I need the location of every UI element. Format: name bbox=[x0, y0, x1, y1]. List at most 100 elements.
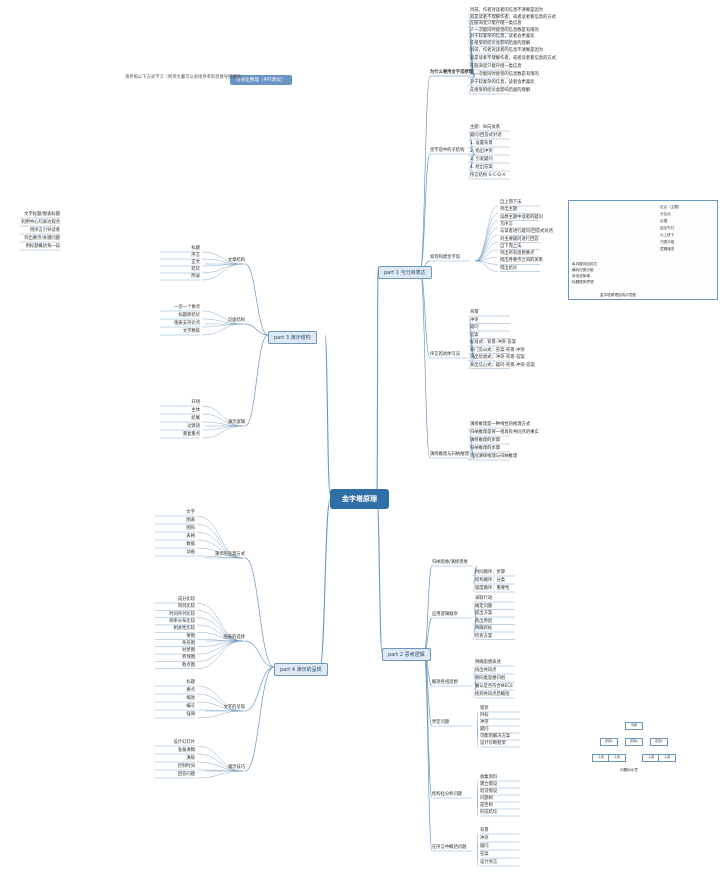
p2s2-item[interactable]: 检查方案 bbox=[475, 633, 493, 639]
p1s4-item[interactable]: 突出信心式：疑问-背景-冲突-答案 bbox=[470, 362, 535, 368]
p1s5-item[interactable]: 归纳推理的步骤 bbox=[470, 446, 501, 451]
p4s2-item[interactable]: 时间序列比较 bbox=[169, 611, 195, 617]
p2s6-item[interactable]: 背景 bbox=[480, 828, 489, 833]
p4s1-item[interactable]: 图形 bbox=[186, 526, 195, 531]
p1s1b-item[interactable]: 先接受的结论会影响后面的理解 bbox=[470, 88, 531, 93]
p1s1b-item[interactable]: 对于较复杂的信息，读者会更喜欢 bbox=[470, 80, 535, 85]
p1s1b-item[interactable]: 在脑海里只能存储一类信息 bbox=[470, 64, 522, 69]
p1s1-item[interactable]: 就是读者不理解作者，或者读者看信息的方式 bbox=[470, 14, 556, 20]
p3s1-section[interactable]: 文章结构 bbox=[227, 258, 245, 263]
p1s2-item[interactable]: 主题：纵向关系 bbox=[470, 125, 501, 130]
p1s2-item[interactable]: 序言结构 S-C-Q-A bbox=[470, 173, 506, 178]
p1s4-item[interactable]: 背景 bbox=[470, 310, 479, 315]
p1s5-item[interactable]: 演绎推理的步骤 bbox=[470, 438, 501, 443]
p2s1-item[interactable]: 程度顺序：重要性 bbox=[475, 586, 510, 591]
p1s1-item[interactable]: 人一次能同时接受的信息数是有限的 bbox=[470, 27, 539, 33]
p2s2-item[interactable]: 确定问题 bbox=[475, 603, 493, 609]
p4s4-item[interactable]: 演练 bbox=[186, 756, 195, 761]
p2s4-item[interactable]: 现状 bbox=[480, 706, 489, 711]
p1s3-item[interactable]: 对主要疑问进行回答 bbox=[500, 236, 539, 242]
p2s1-item[interactable]: 结构顺序：分类 bbox=[475, 578, 506, 583]
p2s2-item[interactable]: 找出原因 bbox=[475, 618, 493, 624]
p2s6-item[interactable]: 冲突 bbox=[480, 836, 489, 841]
p1s2-section[interactable]: 金字塔中的子结构 bbox=[430, 148, 465, 153]
p2s4-item[interactable]: 冲突 bbox=[480, 720, 489, 725]
p1s4-item[interactable]: 开门见山式：答案-背景-冲突 bbox=[470, 347, 525, 353]
p2s1-item[interactable]: 时间顺序：步骤 bbox=[475, 570, 506, 575]
p1s4-item[interactable]: 答案 bbox=[470, 332, 479, 338]
p2s3-item[interactable]: 确认是否符合MECE bbox=[475, 684, 513, 689]
p1s2-item[interactable]: 疑问/回答式对话 bbox=[470, 133, 502, 138]
p1s4-item[interactable]: 疑问 bbox=[470, 325, 479, 330]
branch-part1[interactable]: part 1 与分目表达 bbox=[378, 266, 432, 279]
p1s5-item[interactable]: 归纳推理是将一组具有共同点的事实 bbox=[470, 430, 539, 435]
p2s5-item[interactable]: 问题树 bbox=[480, 796, 493, 801]
p4s2-item[interactable]: 柱状图 bbox=[182, 648, 195, 654]
p2s2-item[interactable]: 提出方案 bbox=[475, 611, 493, 616]
p2s3-item[interactable]: 找到共同点后概括 bbox=[475, 692, 510, 697]
p3s3-item[interactable]: 结尾 bbox=[191, 416, 200, 421]
p2s5-item[interactable]: 建立假设 bbox=[480, 782, 498, 787]
p4s1-item[interactable]: 图表 bbox=[186, 518, 195, 523]
p1s4-item[interactable]: 突出忧虑式：冲突-背景-答案 bbox=[470, 355, 525, 360]
p1s1-item[interactable]: 目前，作者对读者的信息不清晰是因为 bbox=[470, 8, 544, 13]
p1s1b-item[interactable]: 目前，作者对读者的信息不清晰是因为 bbox=[470, 48, 544, 53]
p2s3-item[interactable]: 将同类思想归组 bbox=[475, 676, 506, 681]
p2s3-item[interactable]: 找出共同点 bbox=[475, 668, 497, 673]
p4s3-item[interactable]: 要点 bbox=[186, 688, 195, 693]
p3s2-section[interactable]: 页面结构 bbox=[227, 318, 245, 323]
p1s1b-section[interactable]: 为什么要用金字塔原理 bbox=[430, 70, 473, 75]
p1s2-item[interactable]: 2. 指出冲突 bbox=[470, 149, 493, 154]
p4s4-item[interactable]: 回答问题 bbox=[177, 772, 195, 777]
p3s3-item[interactable]: 主体 bbox=[191, 408, 200, 413]
branch-part4[interactable]: part 4 演示的呈现 bbox=[274, 663, 328, 676]
p1s1-item[interactable]: 对于较复杂的信息，读者会更喜欢 bbox=[470, 34, 535, 39]
p2s2-item[interactable]: 明确目标 bbox=[475, 626, 493, 631]
p2s4-section[interactable]: 界定问题 bbox=[432, 720, 450, 725]
p1s3-item[interactable]: 设想主题中读者的疑问 bbox=[500, 214, 543, 220]
p1s3-item[interactable]: 列出主题 bbox=[500, 207, 518, 213]
p2s4-item[interactable]: 疑问 bbox=[480, 727, 489, 732]
p4s4-item[interactable]: 准备讲稿 bbox=[177, 748, 195, 753]
p3s2-item[interactable]: 图表支持论点 bbox=[174, 321, 200, 326]
p1s2-item[interactable]: 3. 引发疑问 bbox=[470, 157, 493, 162]
p3s1-item[interactable]: 标题 bbox=[191, 246, 200, 251]
p1s5-item[interactable]: 识别演绎推理与归纳推理 bbox=[470, 454, 518, 459]
p2s4-item[interactable]: 设计诊断框架 bbox=[480, 741, 506, 746]
p3s2-item[interactable]: 一页一个要点 bbox=[174, 305, 200, 310]
p3s3-section[interactable]: 演示逻辑 bbox=[227, 420, 245, 425]
p4s1-section[interactable]: 演示的呈现方式 bbox=[214, 552, 245, 557]
p2s6-item[interactable]: 疑问 bbox=[480, 844, 489, 849]
p1s3-item[interactable]: 列出所有思想要点 bbox=[500, 251, 535, 257]
p3-note[interactable]: 文字标题/图表标题 bbox=[24, 212, 60, 217]
p4s3-item[interactable]: 缩进 bbox=[186, 696, 195, 701]
ppt-tag[interactable]: 可视化整理（PPT建议） bbox=[230, 75, 292, 85]
branch-part2[interactable]: part 2 思考逻辑 bbox=[382, 648, 431, 661]
p4s1-item[interactable]: 文字 bbox=[186, 510, 195, 515]
p4s4-section[interactable]: 演示技巧 bbox=[227, 765, 245, 770]
p4s2-item[interactable]: 成分比较 bbox=[177, 597, 195, 602]
p3s3-item[interactable]: 开场 bbox=[191, 400, 200, 405]
branch-part3[interactable]: part 3 演示结构 bbox=[268, 331, 317, 344]
p1s3-item[interactable]: 自上而下法 bbox=[500, 200, 522, 205]
p4s2-item[interactable]: 项目比较 bbox=[177, 604, 195, 610]
root-topic[interactable]: 金字塔原理 bbox=[330, 489, 389, 509]
p1s1-section[interactable]: 为什么要用金字塔原理 bbox=[430, 70, 473, 75]
p3s3-item[interactable]: 过渡语 bbox=[187, 424, 200, 429]
p1s5-item[interactable]: 演绎推理是一种线性的推理方式 bbox=[470, 422, 531, 427]
p3s1-item[interactable]: 序言 bbox=[191, 253, 200, 258]
p3-note[interactable]: 列出要点/关键问题 bbox=[24, 236, 60, 241]
p4s3-section[interactable]: 文字的呈现 bbox=[223, 705, 245, 710]
p4s1-item[interactable]: 数据 bbox=[186, 542, 195, 547]
p2s6-item[interactable]: 答案 bbox=[480, 852, 489, 857]
p2s3-section[interactable]: 概括各组思想 bbox=[432, 680, 458, 685]
p1s2-item[interactable]: 1. 设置背景 bbox=[470, 141, 493, 146]
p3-note[interactable]: 用标题概括每一段 bbox=[25, 244, 60, 249]
p3s2-item[interactable]: 文字精炼 bbox=[182, 329, 200, 334]
p4s2-item[interactable]: 折线图 bbox=[182, 655, 195, 661]
p2s5-item[interactable]: 形成结论 bbox=[480, 810, 498, 815]
p1s4-item[interactable]: 冲突 bbox=[470, 317, 479, 323]
p1s3-item[interactable]: 写序言 bbox=[500, 221, 513, 227]
p4s2-item[interactable]: 饼图 bbox=[186, 633, 195, 639]
p2s5-item[interactable]: 收集资料 bbox=[480, 775, 498, 780]
